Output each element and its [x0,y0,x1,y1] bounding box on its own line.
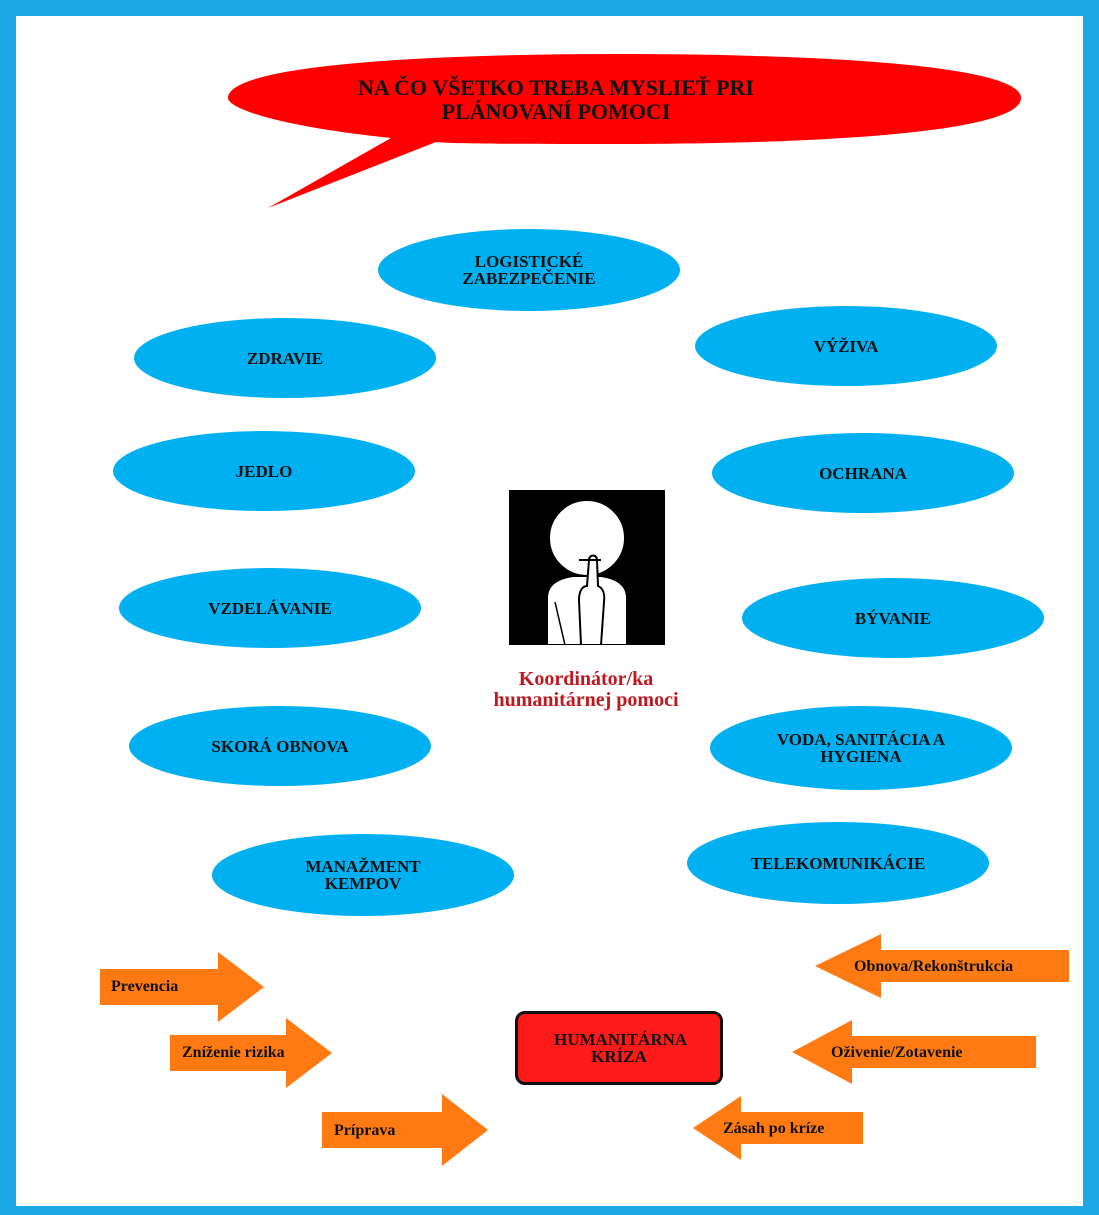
arrow-priprava [322,1094,488,1166]
sector-skora-obnova: SKORÁ OBNOVA [129,706,431,786]
sector-vyziva: VÝŽIVA [695,306,997,386]
arrow-obnova [815,934,1069,998]
sector-voda: VODA, SANITÁCIA A HYGIENA [710,706,1012,790]
page-title: NA ČO VŠETKO TREBA MYSLIEŤ PRI PLÁNOVANÍ… [261,76,851,124]
label-ozivenie: Oživenie/Zotavenie [831,1044,963,1061]
sector-ochrana: OCHRANA [712,433,1014,513]
label-prevencia: Prevencia [111,978,179,995]
label-zasah: Zásah po kríze [723,1120,825,1137]
sector-telekomunikacie: TELEKOMUNIKÁCIE [687,822,989,904]
sector-byvanie: BÝVANIE [742,578,1044,658]
arrow-zasah [693,1096,863,1160]
arrow-ozivenie [792,1020,1036,1084]
arrow-znizenie-rizika [170,1018,332,1088]
silence-finger-on-lips-icon [509,490,665,645]
label-obnova: Obnova/Rekonštrukcia [854,958,1014,975]
sector-vzdelavanie: VZDELÁVANIE [119,568,421,648]
humanitarian-crisis-box: HUMANITÁRNA KRÍZA [515,1011,723,1085]
coordinator-label: Koordinátor/ka humanitárnej pomoci [493,668,679,711]
diagram-canvas: NA ČO VŠETKO TREBA MYSLIEŤ PRI PLÁNOVANÍ… [16,16,1083,1206]
speech-bubble [228,54,1021,208]
label-priprava: Príprava [334,1122,396,1139]
sector-logistika: LOGISTICKÉ ZABEZPEČENIE [378,229,680,311]
title-line-1: NA ČO VŠETKO TREBA MYSLIEŤ PRI [358,75,754,100]
title-line-2: PLÁNOVANÍ POMOCI [441,99,671,124]
sector-zdravie: ZDRAVIE [134,318,436,398]
sector-jedlo: JEDLO [113,431,415,511]
arrow-prevencia [100,952,264,1022]
sector-manazment: MANAŽMENT KEMPOV [212,834,514,916]
label-znizenie-rizika: Zníženie rizika [182,1044,285,1061]
